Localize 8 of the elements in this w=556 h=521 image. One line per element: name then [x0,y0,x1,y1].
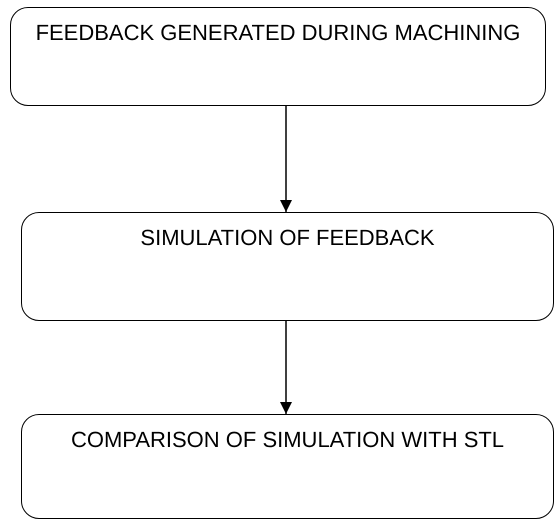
box-text: COMPARISON OF SIMULATION WITH STL [70,426,504,454]
box-text: FEEDBACK GENERATED DURING MACHINING [36,19,520,47]
arrow [280,106,292,212]
arrow [280,321,292,414]
process-box [21,212,554,321]
box-text: SIMULATION OF FEEDBACK [140,224,435,252]
process-box [21,414,554,519]
process-box [10,7,546,106]
